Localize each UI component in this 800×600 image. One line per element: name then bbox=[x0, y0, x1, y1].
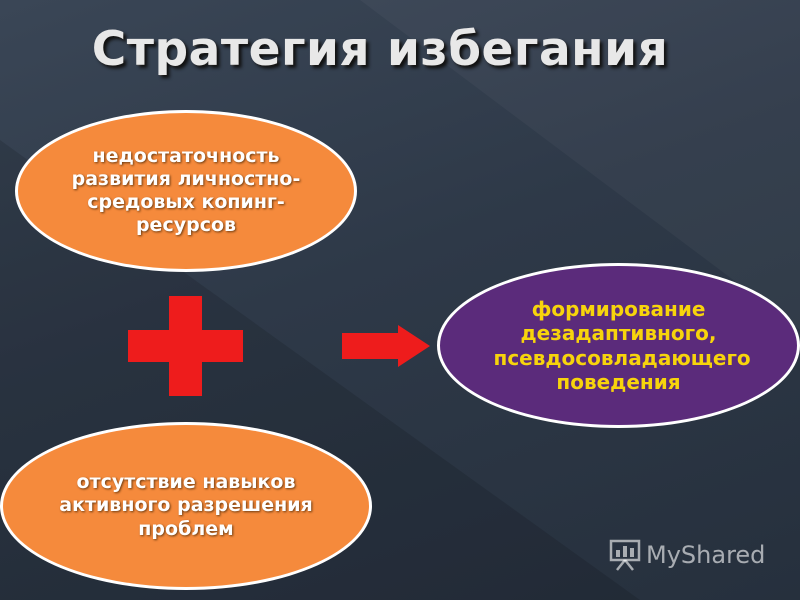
slide-title: Стратегия избегания bbox=[91, 22, 669, 77]
watermark-logo: MyShared bbox=[608, 538, 765, 572]
result-node-text: формирование дезадаптивного, псевдосовла… bbox=[493, 296, 751, 394]
cause-node-coping-resources-text: недостаточность развития личностно-средо… bbox=[71, 144, 301, 237]
presentation-board-icon bbox=[609, 539, 641, 571]
cause-node-coping-resources: недостаточность развития личностно-средо… bbox=[15, 110, 357, 272]
arrow-right-icon bbox=[342, 325, 430, 367]
cause-node-problem-solving-text: отсутствие навыков активного разрешения … bbox=[59, 471, 313, 540]
plus-icon bbox=[128, 296, 243, 396]
cause-node-problem-solving: отсутствие навыков активного разрешения … bbox=[0, 422, 372, 590]
result-node-maladaptive-behavior: формирование дезадаптивного, псевдосовла… bbox=[437, 263, 800, 428]
watermark-text: MyShared bbox=[646, 541, 766, 569]
